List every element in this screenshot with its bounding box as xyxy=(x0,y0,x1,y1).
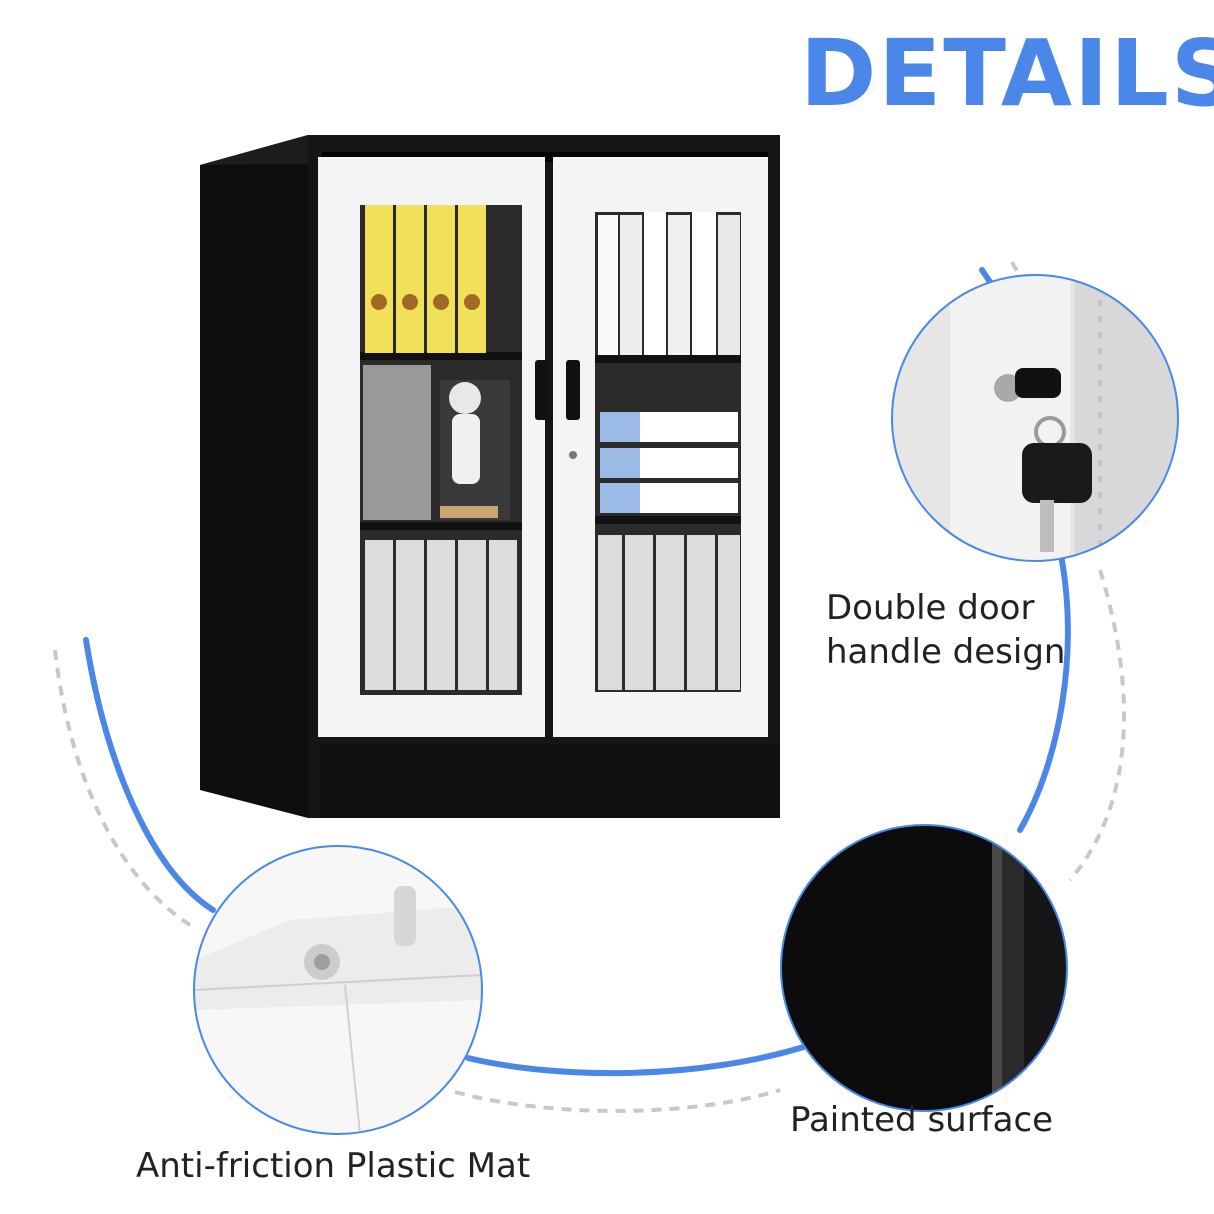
lock-detail-image xyxy=(891,274,1179,562)
cabinet-image xyxy=(200,135,780,818)
callout-door-line-2: handle design xyxy=(826,632,1066,673)
plastic-mat-image xyxy=(193,845,483,1135)
callout-door-label: Double door handle design xyxy=(826,586,1126,674)
dashed-arc-right xyxy=(1068,569,1126,882)
dashed-arc-bottom xyxy=(454,1088,781,1113)
blue-arc-right xyxy=(1017,547,1071,833)
page-title: DETAILS xyxy=(800,20,1214,127)
callout-door-line-1: Double door xyxy=(826,588,1035,628)
callout-paint-label: Painted surface xyxy=(790,1100,1054,1140)
blue-arc-left xyxy=(83,637,216,913)
painted-surface-image xyxy=(780,824,1068,1112)
callout-mat-label: Anti-friction Plastic Mat xyxy=(136,1146,531,1186)
blue-arc-bottom xyxy=(465,1042,813,1077)
